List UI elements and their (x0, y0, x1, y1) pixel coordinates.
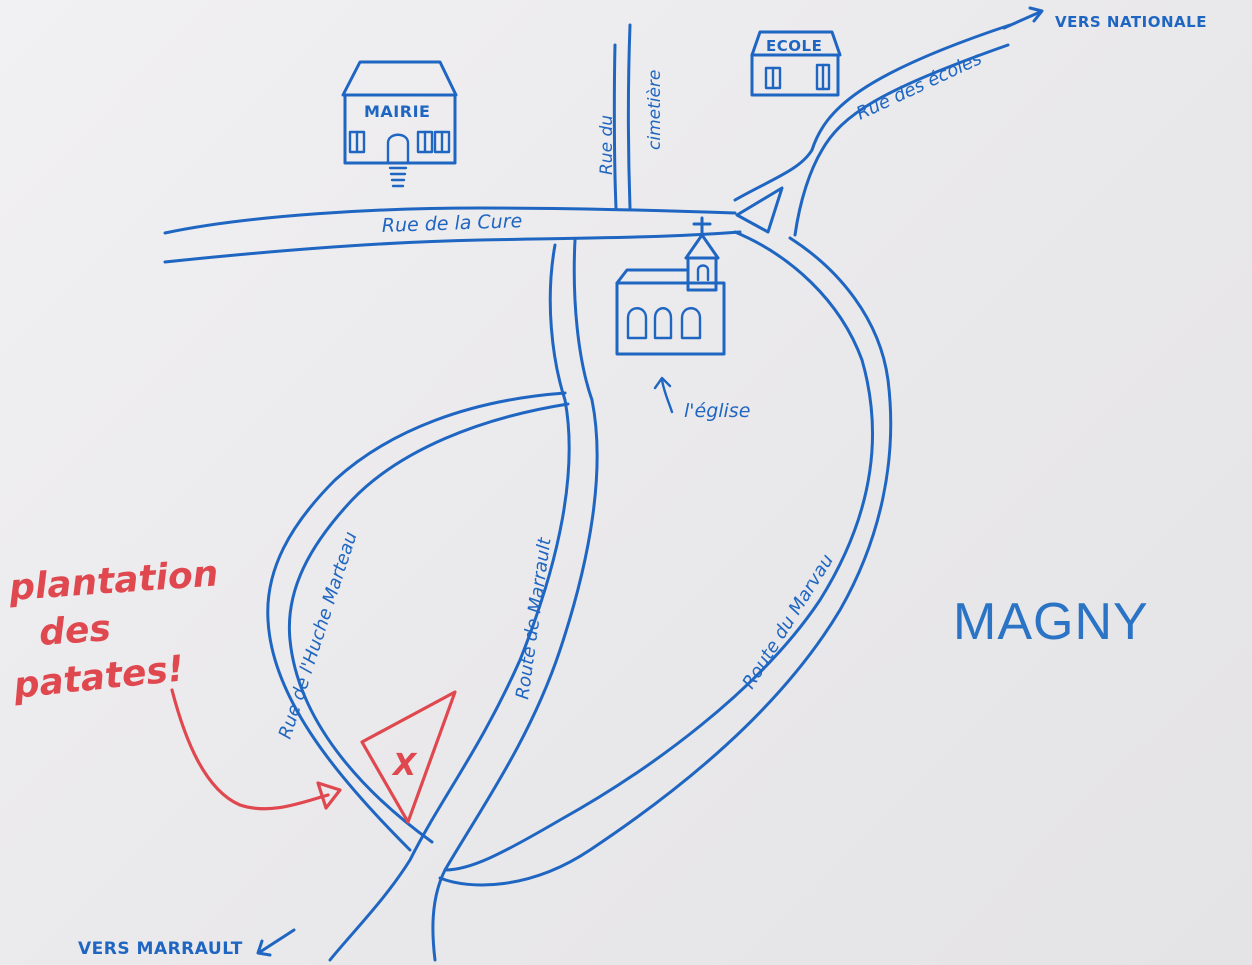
road-route-du-marvau (438, 230, 893, 887)
building-eglise (615, 216, 726, 356)
eglise-pointer-arrow (653, 376, 674, 414)
arrow-vers-nationale (1002, 6, 1044, 30)
road-rue-huche-marteau (266, 391, 570, 852)
road-route-de-marrault (328, 238, 599, 962)
label-vers-marrault: VERS MARRAULT (78, 939, 243, 959)
arrow-vers-marrault (256, 928, 296, 957)
label-rue-huche-marteau: Rue de l'Huche Marteau (275, 529, 362, 741)
annotation-line-1: plantation (7, 553, 220, 609)
label-eglise: l'église (684, 400, 750, 422)
town-name: MAGNY (953, 593, 1149, 651)
building-ecole (750, 30, 842, 97)
label-rue-du: Rue du (597, 115, 617, 175)
road-rue-des-ecoles (733, 23, 1012, 237)
label-route-du-marvau: Route du Marvau (738, 551, 838, 693)
marker-x: X (391, 748, 418, 783)
label-cimetiere: cimetière (645, 70, 665, 150)
annotation-line-3: patates! (11, 648, 186, 707)
label-vers-nationale: VERS NATIONALE (1055, 13, 1207, 31)
annotation-line-2: des (38, 608, 112, 654)
label-ecole: ECOLE (766, 37, 822, 55)
building-mairie (341, 60, 458, 188)
road-rue-de-la-cure (163, 206, 742, 264)
label-rue-de-la-cure: Rue de la Cure (381, 210, 522, 237)
plantation-marker: X (360, 690, 457, 824)
road-rue-du-cimetiere (612, 23, 632, 210)
annotation-arrow (170, 688, 342, 811)
label-mairie: MAIRIE (364, 102, 430, 121)
traffic-island (735, 186, 784, 234)
